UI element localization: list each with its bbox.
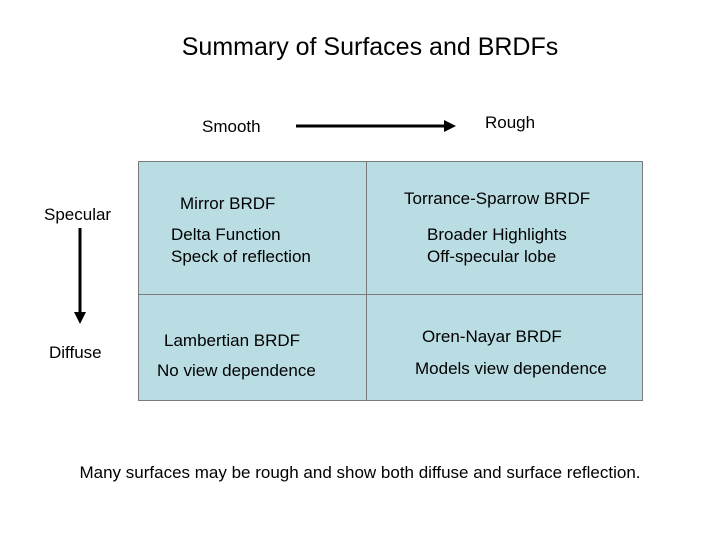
grid-vertical-divider <box>366 161 367 401</box>
vertical-arrow-icon <box>74 228 86 324</box>
cell-rough-diffuse-line-1: Models view dependence <box>415 359 607 378</box>
cell-smooth-diffuse-line-1: No view dependence <box>157 361 316 380</box>
axis-label-rough: Rough <box>485 113 536 132</box>
cell-rough-diffuse-heading: Oren-Nayar BRDF <box>422 327 562 346</box>
axis-label-smooth: Smooth <box>202 117 261 136</box>
cell-smooth-diffuse-heading: Lambertian BRDF <box>164 331 301 350</box>
cell-rough-specular-line-2: Off-specular lobe <box>427 247 557 266</box>
cell-rough-specular-heading: Torrance-Sparrow BRDF <box>404 189 591 208</box>
cell-rough-specular-line-1: Broader Highlights <box>427 225 567 244</box>
grid-horizontal-divider <box>138 294 643 295</box>
axis-label-diffuse: Diffuse <box>49 343 102 362</box>
slide-title: Summary of Surfaces and BRDFs <box>181 33 559 61</box>
footer-note: Many surfaces may be rough and show both… <box>79 463 641 482</box>
cell-smooth-specular-heading: Mirror BRDF <box>180 194 276 213</box>
brdf-grid <box>138 161 643 401</box>
horizontal-arrow-icon <box>296 120 456 132</box>
axis-label-specular: Specular <box>44 205 112 224</box>
cell-smooth-specular-line-1: Delta Function <box>171 225 281 244</box>
cell-smooth-specular-line-2: Speck of reflection <box>171 247 311 266</box>
